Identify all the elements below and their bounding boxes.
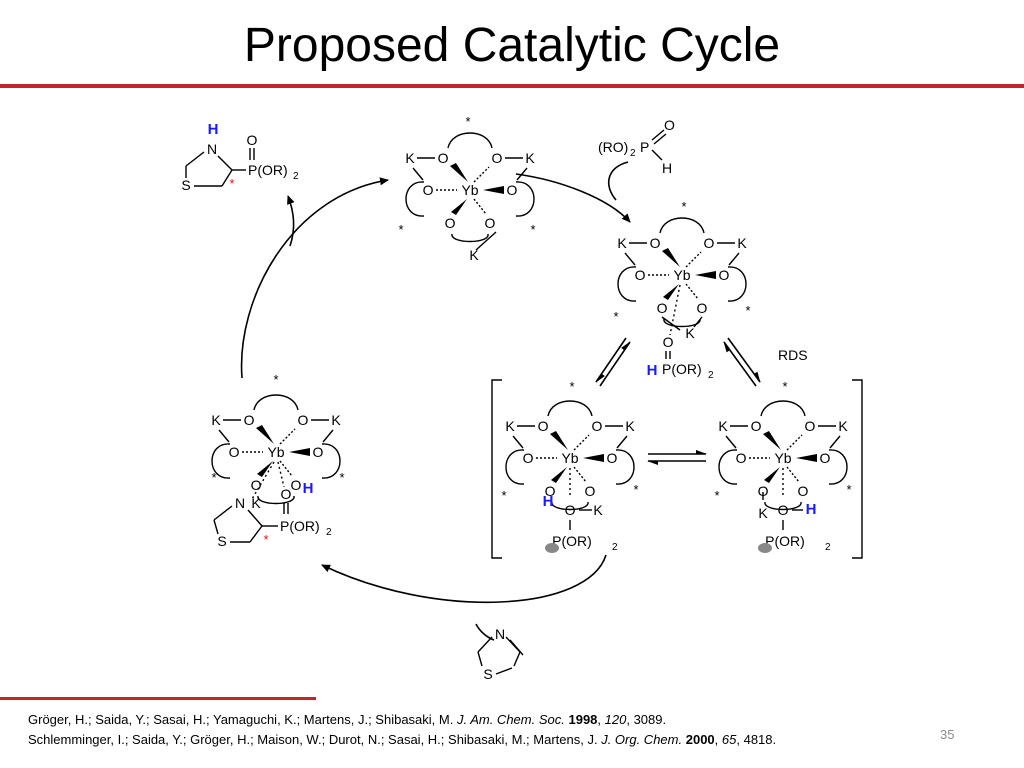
reference-volume: 65 <box>721 732 737 747</box>
svg-text:*: * <box>569 379 574 394</box>
footer-divider <box>0 697 316 700</box>
svg-text:O: O <box>778 502 789 518</box>
svg-text:S: S <box>217 533 226 549</box>
svg-text:*: * <box>465 114 470 129</box>
svg-text:2: 2 <box>825 542 831 553</box>
svg-text:N: N <box>495 626 505 642</box>
product-aminophosphonate: H N S P(OR) 2 O * <box>181 121 299 193</box>
complex-top: K * * * <box>398 114 537 263</box>
svg-text:K: K <box>758 505 768 521</box>
svg-text:P(OR): P(OR) <box>280 518 320 534</box>
svg-text:P(OR): P(OR) <box>552 533 592 549</box>
svg-text:*: * <box>398 222 403 237</box>
bound-product: N K S P(OR) 2 * <box>213 495 332 549</box>
svg-text:K: K <box>593 502 603 518</box>
hydrogen-highlight: H <box>806 501 817 518</box>
svg-text:S: S <box>181 177 190 193</box>
svg-text:*: * <box>211 470 216 485</box>
reference-journal: J. Am. Chem. Soc. <box>456 712 565 727</box>
svg-text:*: * <box>263 532 268 547</box>
complex-ts-b: K O H P(OR) 2 * * * <box>714 379 852 553</box>
reference-authors: Gröger, H.; Saida, Y.; Sasai, H.; Yamagu… <box>28 712 457 727</box>
svg-text:*: * <box>501 488 506 503</box>
svg-text:K: K <box>469 247 479 263</box>
svg-text:N: N <box>235 495 245 511</box>
svg-text:N: N <box>207 141 217 157</box>
svg-text:P(OR): P(OR) <box>765 533 805 549</box>
references: Gröger, H.; Saida, Y.; Sasai, H.; Yamagu… <box>28 710 958 750</box>
hydrogen-highlight: H <box>303 480 314 497</box>
reference-2: Schlemminger, I.; Saida, Y.; Gröger, H.;… <box>28 732 777 747</box>
page-number: 35 <box>940 727 955 742</box>
svg-text:*: * <box>613 309 618 324</box>
title-divider <box>0 84 1024 88</box>
rds-label: RDS <box>778 347 808 363</box>
svg-text:*: * <box>339 470 344 485</box>
complex-ts-a: H O K P(OR) 2 * * * <box>501 379 639 553</box>
svg-text:2: 2 <box>326 527 332 538</box>
svg-text:K: K <box>685 325 695 341</box>
reference-authors: Schlemminger, I.; Saida, Y.; Gröger, H.;… <box>28 732 602 747</box>
complex-right: K O H P(OR) 2 * * * <box>613 199 750 381</box>
hydrogen-highlight: H <box>647 362 658 379</box>
reference-volume: 120 <box>604 712 627 727</box>
complex-left: H O * * * <box>210 372 345 514</box>
svg-text:*: * <box>782 379 787 394</box>
svg-text:K: K <box>251 495 261 511</box>
svg-text:P(OR): P(OR) <box>662 361 702 377</box>
reference-journal: J. Org. Chem. <box>601 732 683 747</box>
svg-text:*: * <box>714 488 719 503</box>
svg-text:H: H <box>662 160 672 176</box>
svg-text:O: O <box>247 132 258 148</box>
catalytic-cycle-diagram: K O O K O Yb O O O K <box>181 114 863 682</box>
svg-text:*: * <box>846 482 851 497</box>
thiazoline-substrate: N S <box>477 626 524 682</box>
reference-year: 2000 <box>685 732 715 747</box>
reference-pages: 4818. <box>743 732 777 747</box>
svg-text:*: * <box>273 372 278 387</box>
reference-1: Gröger, H.; Saida, Y.; Sasai, H.; Yamagu… <box>28 712 667 727</box>
svg-text:O: O <box>663 334 674 350</box>
svg-text:O: O <box>281 486 292 502</box>
phosphite-reagent: (RO) 2 P O H <box>598 117 675 176</box>
svg-text:*: * <box>681 199 686 214</box>
svg-text:O: O <box>664 117 675 133</box>
svg-text:P: P <box>640 139 649 155</box>
svg-text:P(OR): P(OR) <box>248 162 288 178</box>
svg-text:*: * <box>229 176 234 191</box>
reference-year: 1998 <box>568 712 598 727</box>
slide-title: Proposed Catalytic Cycle <box>243 19 781 72</box>
reference-pages: 3089. <box>633 712 667 727</box>
hydrogen-highlight: H <box>208 121 219 138</box>
svg-text:2: 2 <box>708 370 714 381</box>
hydrogen-highlight: H <box>543 493 554 510</box>
svg-text:S: S <box>483 666 492 682</box>
svg-text:(RO): (RO) <box>598 139 628 155</box>
svg-text:2: 2 <box>630 148 636 159</box>
svg-text:2: 2 <box>293 171 299 182</box>
svg-text:2: 2 <box>612 542 618 553</box>
svg-text:O: O <box>565 502 576 518</box>
svg-text:*: * <box>530 222 535 237</box>
svg-text:*: * <box>633 482 638 497</box>
svg-text:*: * <box>745 303 750 318</box>
